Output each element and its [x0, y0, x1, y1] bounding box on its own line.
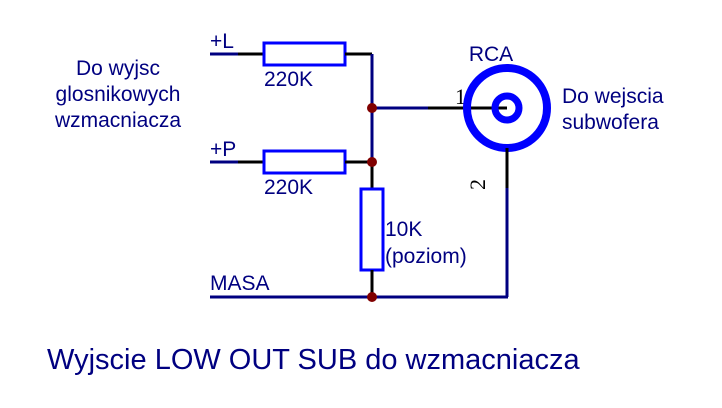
junction-right	[367, 157, 377, 167]
resistor-left	[262, 41, 347, 67]
rca-connector-name: RCA	[469, 43, 513, 66]
resistor-level-note: (poziom)	[385, 245, 467, 268]
resistor-right	[262, 149, 347, 175]
resistor-level	[359, 187, 385, 272]
resistor-level-value: 10K	[385, 218, 422, 241]
input-label-line-1: Do wyjsc	[76, 57, 160, 80]
rca-pin1-label: 1	[455, 84, 466, 109]
net-label-left: +L	[210, 30, 234, 53]
net-label-right: +P	[210, 138, 236, 161]
output-label-line-1: Do wejscia	[562, 85, 664, 108]
diagram-title: Wyjscie LOW OUT SUB do wzmacniacza	[47, 344, 580, 376]
junction-signal	[367, 103, 377, 113]
resistor-left-value: 220K	[264, 68, 313, 91]
resistor-right-value: 220K	[264, 176, 313, 199]
input-label-line-2: glosnikowych	[56, 83, 181, 106]
rca-connector-center	[491, 92, 523, 124]
junction-ground	[367, 292, 377, 302]
output-label-line-2: subwofera	[562, 111, 659, 134]
rca-pin2-label: 2	[465, 179, 490, 190]
net-label-ground: MASA	[210, 272, 270, 295]
input-label-line-3: wzmacniacza	[54, 109, 181, 132]
